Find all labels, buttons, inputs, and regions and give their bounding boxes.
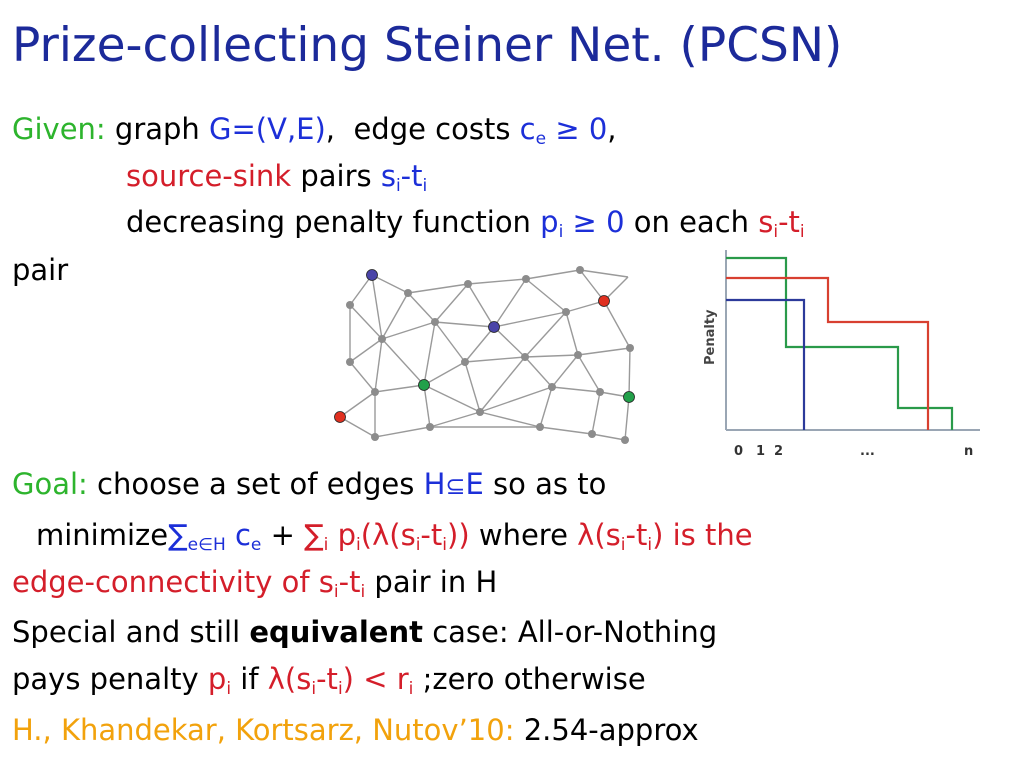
cost-expr: ce ≥ 0 <box>519 112 608 149</box>
equivalent-word: equivalent <box>249 615 423 649</box>
edge-costs-word: edge costs <box>353 112 511 146</box>
graph-word: graph <box>114 112 200 146</box>
pair-in-h: pair in H <box>374 565 498 599</box>
given-line-2: source-sink pairs si-ti <box>126 159 428 196</box>
pair-expr-red: si-ti <box>758 205 805 242</box>
pairs-word: pairs <box>300 159 372 193</box>
goal-text: choose a set of edges <box>97 467 415 501</box>
given-line-1: Given: graph G=(V,E), edge costs ce ≥ 0, <box>12 112 617 149</box>
step-red <box>726 276 930 430</box>
goal-line-2: minimize∑e∈H ce + ∑i pi(λ(si-ti)) where … <box>36 518 753 555</box>
penalty-expr: pi ≥ 0 <box>540 205 625 242</box>
goal-label: Goal: <box>12 467 88 501</box>
page-title: Prize-collecting Steiner Net. (PCSN) <box>12 18 843 73</box>
citation-result: 2.54-approx <box>523 713 699 747</box>
given-label: Given: <box>12 112 106 146</box>
citation-authors: H., Khandekar, Kortsarz, Nutov’10: <box>12 713 515 747</box>
step-blue <box>726 298 806 430</box>
source-sink: source-sink <box>126 159 292 193</box>
sep: , <box>607 112 617 146</box>
edge-sum: ∑e∈H ce <box>168 518 262 555</box>
plot-ylabel: Penalty <box>703 309 718 365</box>
tick-label: ... <box>860 444 875 459</box>
tick-label: n <box>964 444 973 459</box>
citation-line: H., Khandekar, Kortsarz, Nutov’10: 2.54-… <box>12 716 699 745</box>
p-sub: pi <box>207 662 232 699</box>
given-line-3: decreasing penalty function pi ≥ 0 on ea… <box>126 205 805 242</box>
tick-label: 1 <box>756 444 765 459</box>
special-text: Special and still <box>12 615 241 649</box>
threshold-expr: λ(si-ti) < ri <box>267 662 414 699</box>
subset-expr: H⊆E <box>423 467 484 501</box>
pair-word-line: pair <box>12 253 69 287</box>
special-line-1: Special and still equivalent case: All-o… <box>12 618 717 647</box>
where-word: where <box>478 518 568 552</box>
sep: , <box>325 112 336 146</box>
edge-conn: edge-connectivity of si-ti <box>12 565 366 602</box>
goal-line-1: Goal: choose a set of edges H⊆E so as to <box>12 470 606 499</box>
goal-text-2: so as to <box>493 467 607 501</box>
graph-def: G=(V,E) <box>209 112 326 146</box>
tick-label: 2 <box>774 444 783 459</box>
minimize-word: minimize <box>36 518 169 552</box>
tick-label: 0 <box>734 444 743 459</box>
zero-otherwise: ;zero otherwise <box>422 662 646 696</box>
if-word: if <box>240 662 259 696</box>
plus-sign: + <box>270 518 295 552</box>
lambda-def: λ(si-ti) is the <box>577 518 753 555</box>
pair-expr: si-ti <box>380 159 428 196</box>
penalty-sum: ∑i pi(λ(si-ti)) <box>304 518 470 555</box>
special-text-2: case: All-or-Nothing <box>432 615 718 649</box>
pays-penalty: pays penalty <box>12 662 199 696</box>
on-each-text: on each <box>633 205 750 239</box>
goal-line-3: edge-connectivity of si-ti pair in H <box>12 565 498 602</box>
special-line-2: pays penalty pi if λ(si-ti) < ri ;zero o… <box>12 662 646 699</box>
penalty-plot: Penalty 0 1 2 ... n <box>703 250 980 459</box>
graph-illustration <box>334 266 635 444</box>
decreasing-text: decreasing penalty function <box>126 205 531 239</box>
step-green <box>726 256 954 430</box>
